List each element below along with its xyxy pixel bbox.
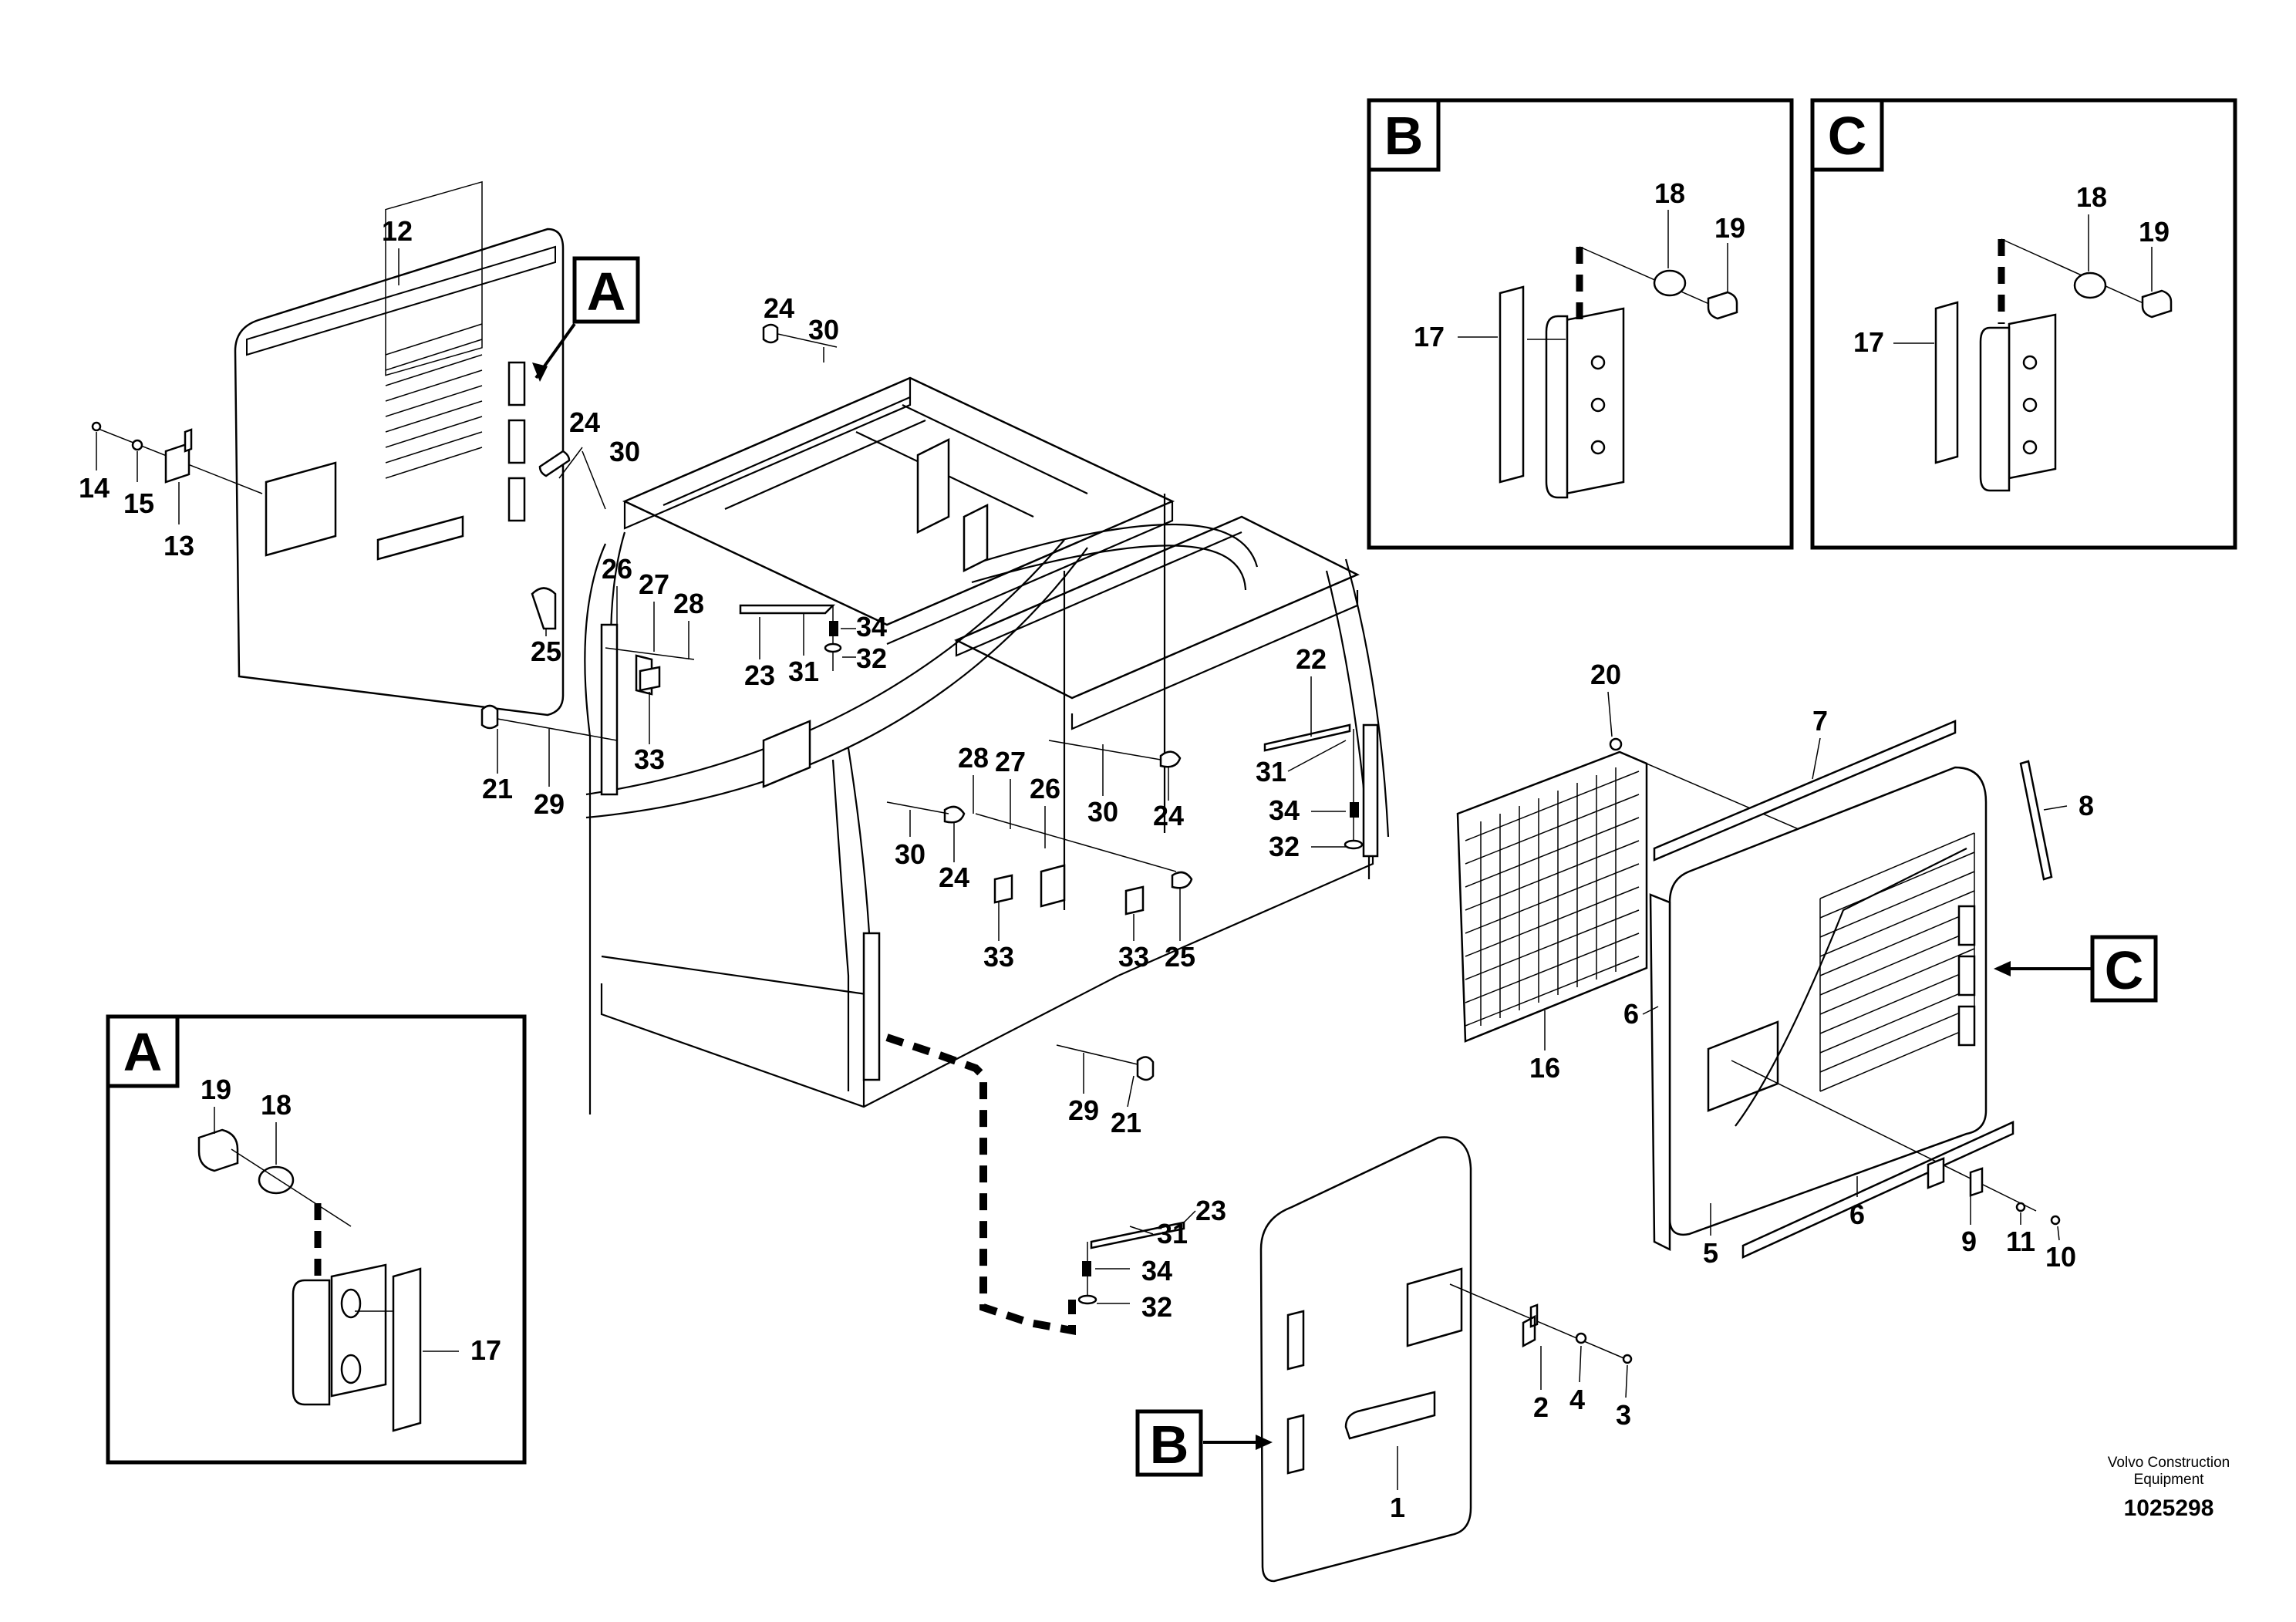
part-label-6-lower: 6	[1849, 1199, 1865, 1230]
part-label-33-mid-left: 33	[983, 941, 1014, 973]
part-label-8: 8	[2079, 790, 2094, 821]
part-label-30-top: 30	[808, 314, 839, 346]
panel-5-door	[1649, 720, 2061, 1259]
part-label-32-lower: 32	[1141, 1291, 1172, 1323]
part-label-2: 2	[1533, 1391, 1549, 1423]
part-label-19-b: 19	[1714, 212, 1745, 244]
part-label-30-left: 30	[609, 436, 640, 467]
part-label-26-mid: 26	[1030, 773, 1060, 804]
part-label-24-left: 24	[569, 406, 600, 438]
part-label-7: 7	[1812, 705, 1828, 737]
part-label-26-left: 26	[602, 553, 632, 585]
panel-16-mesh	[1456, 737, 1844, 1043]
part-label-16: 16	[1529, 1052, 1560, 1084]
panel-12-door	[234, 180, 565, 717]
part-label-27-mid: 27	[995, 746, 1026, 777]
detail-box-b: B 18 19 17	[1367, 98, 1794, 550]
part-label-31-lower: 31	[1157, 1218, 1188, 1249]
part-label-3: 3	[1616, 1399, 1631, 1431]
part-label-23-lower: 23	[1195, 1195, 1226, 1226]
frame-fasteners	[480, 323, 1364, 1305]
part-label-14: 14	[79, 472, 110, 504]
footer-company-line-2: Equipment	[2134, 1472, 2205, 1488]
hinge-drawing-a	[197, 1128, 422, 1432]
part-label-34-lower: 34	[1141, 1255, 1172, 1286]
part-label-32-right: 32	[1269, 831, 1300, 862]
part-label-5: 5	[1703, 1237, 1718, 1269]
part-label-17-a: 17	[470, 1334, 501, 1366]
latch-assembly-13	[91, 421, 263, 524]
drawing-number: 1025298	[2124, 1496, 2214, 1521]
part-label-22: 22	[1296, 643, 1327, 675]
part-label-10: 10	[2045, 1241, 2076, 1273]
part-label-27-left: 27	[639, 568, 669, 600]
part-label-20: 20	[1590, 659, 1621, 690]
part-label-11: 11	[2006, 1226, 2035, 1257]
part-label-1: 1	[1390, 1492, 1405, 1523]
part-label-18-c: 18	[2076, 181, 2107, 213]
footer-company-line-1: Volvo Construction	[2108, 1455, 2230, 1471]
part-label-29-left: 29	[534, 788, 565, 820]
part-label-24-right: 24	[1153, 800, 1184, 831]
detail-box-c: C 18 19 17	[1810, 98, 2237, 550]
hinge-drawing-c	[1934, 238, 2173, 492]
part-label-23-top: 23	[744, 659, 775, 691]
part-label-19-c: 19	[2139, 216, 2170, 248]
part-label-33-left: 33	[634, 744, 665, 775]
mesh-grid-16	[1465, 767, 1640, 1027]
part-label-17-c: 17	[1853, 326, 1884, 358]
detail-box-a: A 19 18 17	[106, 1014, 527, 1465]
part-label-21-lower: 21	[1111, 1107, 1141, 1138]
part-label-30-mid: 30	[895, 838, 925, 870]
part-label-12: 12	[382, 215, 413, 247]
part-label-13: 13	[164, 530, 194, 561]
part-label-29-lower: 29	[1068, 1094, 1099, 1126]
part-label-4: 4	[1569, 1384, 1585, 1415]
callout-b-letter: B	[1150, 1415, 1189, 1475]
detail-c-letter: C	[1828, 106, 1867, 166]
part-label-31-top: 31	[788, 656, 819, 687]
part-label-25-mid: 25	[1165, 941, 1195, 973]
callout-c-letter: C	[2105, 940, 2144, 1000]
detail-b-letter: B	[1384, 106, 1424, 166]
hinge-drawing-b	[1499, 246, 1738, 499]
callout-a: A	[532, 256, 640, 382]
part-label-19-a: 19	[201, 1074, 231, 1105]
part-label-9: 9	[1961, 1226, 1977, 1257]
louvre-12	[385, 323, 483, 479]
part-label-32-top: 32	[856, 642, 887, 674]
part-label-15: 15	[123, 487, 154, 519]
detail-a-letter: A	[123, 1022, 163, 1082]
part-label-34-right: 34	[1269, 794, 1300, 826]
callout-a-letter: A	[587, 261, 626, 322]
main-frame	[584, 376, 1390, 1114]
part-label-28-left: 28	[673, 588, 704, 619]
part-label-21-left: 21	[482, 773, 513, 804]
part-label-31-right: 31	[1256, 756, 1286, 787]
part-label-34-top: 34	[856, 611, 887, 642]
part-label-33-mid-right: 33	[1118, 941, 1149, 973]
callout-b: B	[1135, 1409, 1273, 1477]
part-label-24-mid: 24	[939, 862, 969, 893]
part-label-18-a: 18	[261, 1089, 292, 1121]
part-label-30-right: 30	[1087, 796, 1118, 828]
part-label-28-mid: 28	[958, 742, 989, 774]
part-label-17-b: 17	[1414, 321, 1445, 352]
callout-c: C	[1994, 935, 2158, 1003]
panel-1-door	[1259, 1136, 1633, 1583]
part-label-6-upper: 6	[1623, 998, 1639, 1030]
part-label-18-b: 18	[1654, 177, 1685, 209]
part-label-24-top: 24	[764, 292, 794, 324]
part-label-25-left: 25	[531, 636, 561, 667]
